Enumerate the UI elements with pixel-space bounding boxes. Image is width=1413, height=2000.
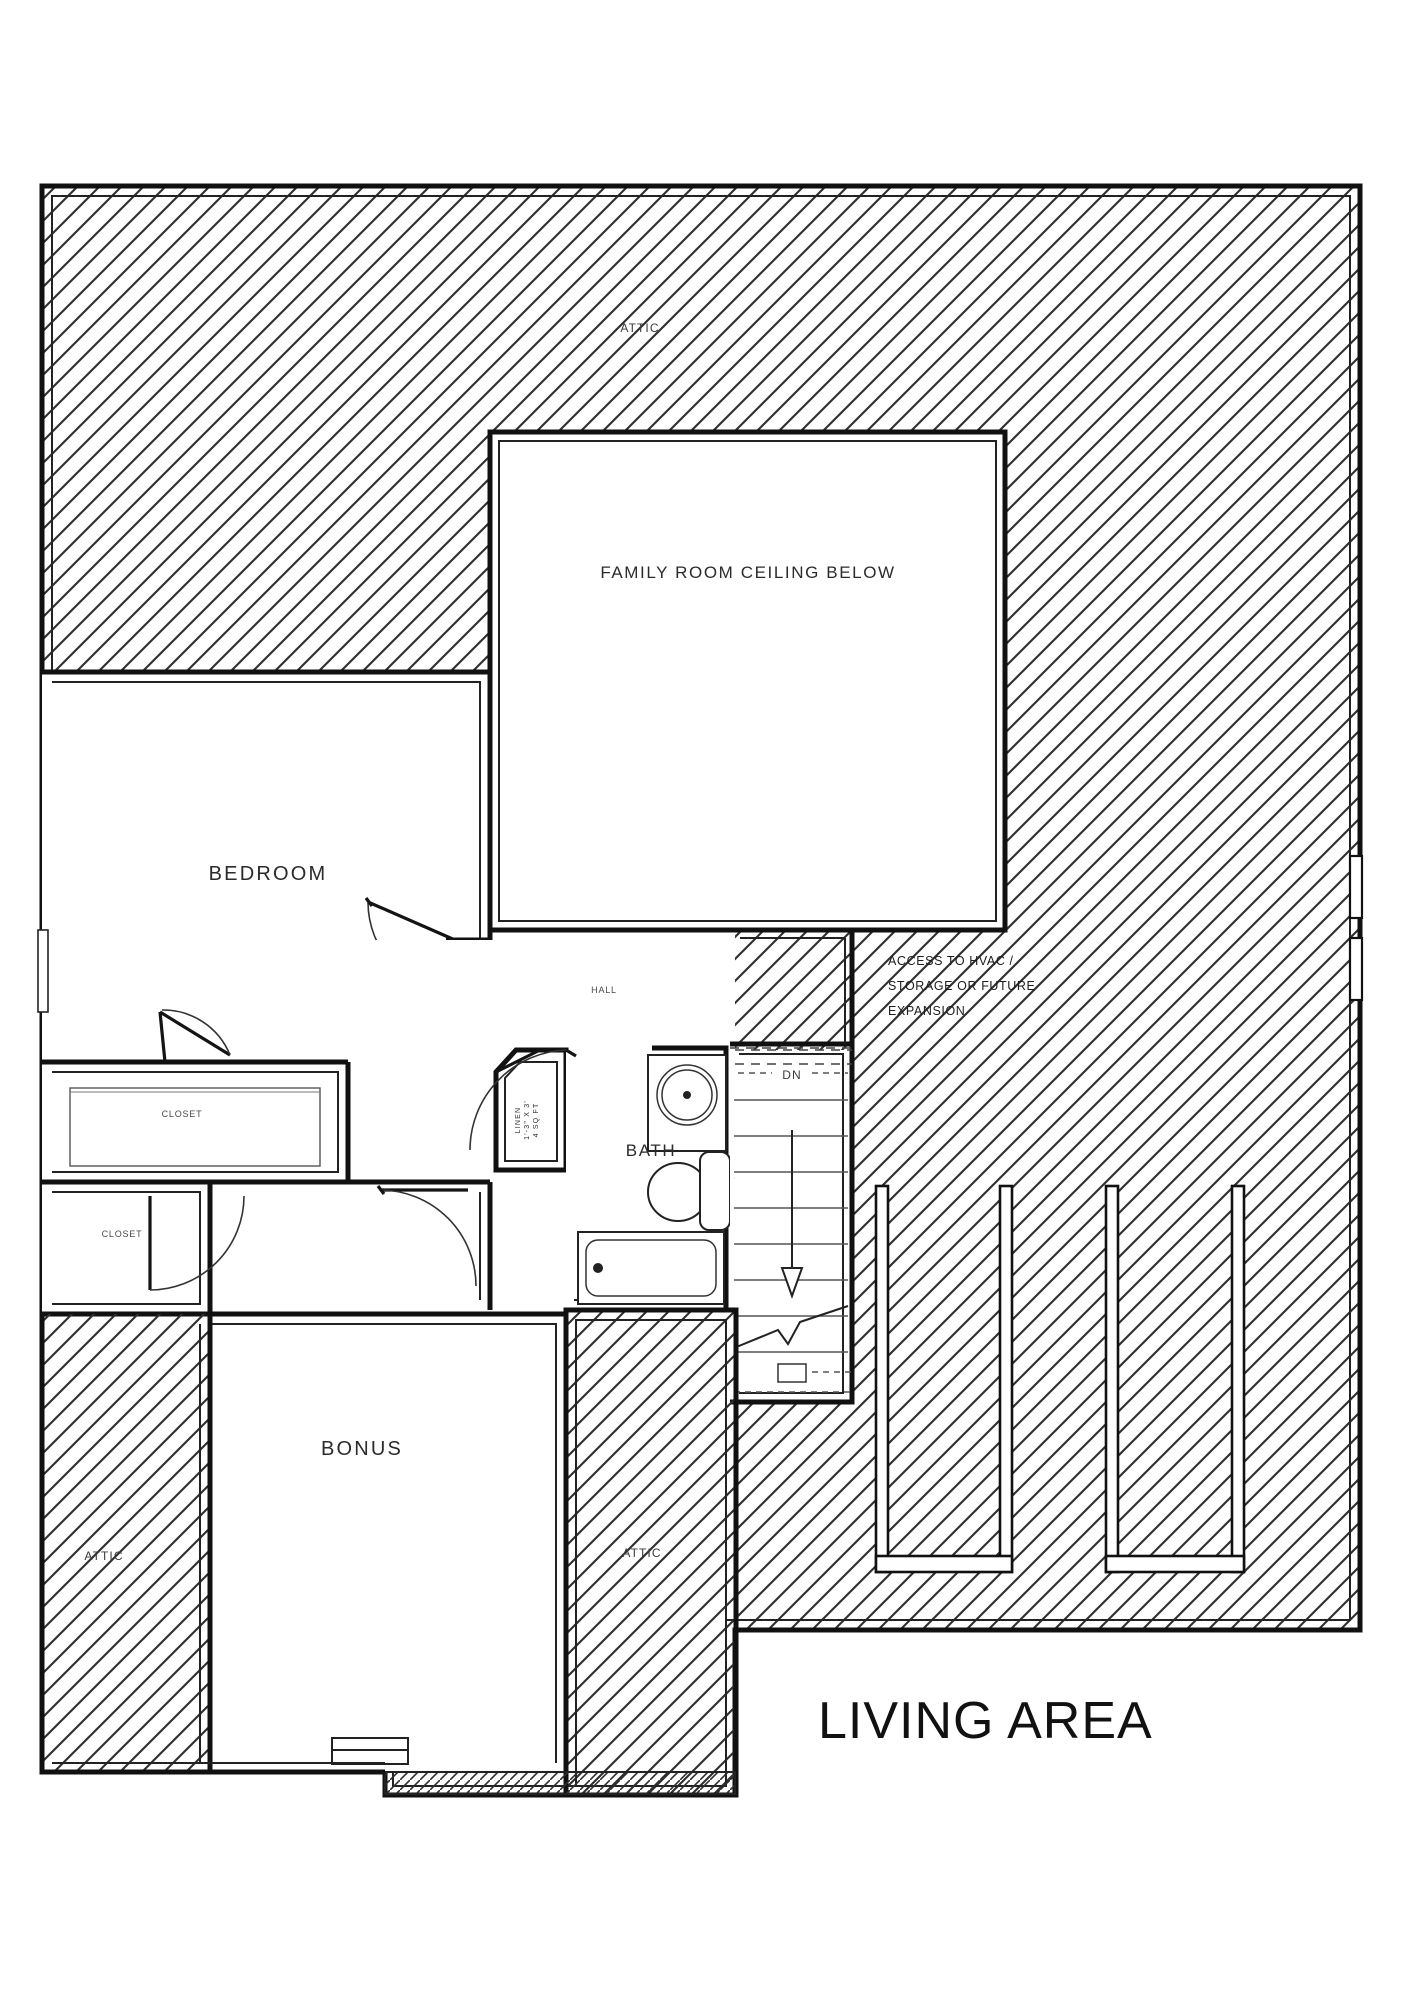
door-bath: [469, 1048, 577, 1151]
attic-left-region: [39, 1314, 213, 1774]
label-attic-top: ATTIC: [620, 321, 659, 335]
svg-text:EXPANSION: EXPANSION: [888, 1004, 965, 1018]
svg-text:ACCESS TO HVAC /: ACCESS TO HVAC /: [888, 954, 1014, 968]
hvac-access-opening: [735, 927, 855, 1044]
svg-text:1'-3" X 3': 1'-3" X 3': [524, 1100, 531, 1140]
label-bonus: BONUS: [321, 1438, 403, 1460]
label-attic-left: ATTIC: [84, 1549, 123, 1563]
label-hall: HALL: [591, 985, 617, 995]
bathtub-fixture: [577, 1231, 725, 1305]
attic-kneewall-bays: [874, 1184, 1246, 1574]
room-closet-upper: [42, 1059, 351, 1185]
svg-text:DN: DN: [782, 1068, 802, 1082]
svg-text:LINEN: LINEN: [515, 1107, 522, 1134]
room-hall: [345, 940, 578, 1310]
room-bath: [469, 1045, 731, 1313]
label-family-room-ceiling-below: FAMILY ROOM CEILING BELOW: [600, 563, 895, 582]
bottom-wall-band: [331, 1737, 736, 1795]
attic-bottom-region: [563, 1307, 739, 1798]
label-bedroom: BEDROOM: [209, 863, 328, 885]
door-bonus-hall: [376, 1185, 477, 1287]
label-attic-bottom: ATTIC: [622, 1546, 661, 1560]
door-closet-upper: [158, 1009, 231, 1063]
annotation-stair-direction: DN: [738, 1068, 848, 1082]
exterior-openings-right: [1348, 854, 1364, 1002]
label-bath: BATH: [626, 1141, 676, 1160]
label-closet-lower: CLOSET: [102, 1229, 143, 1239]
header-dashed-lines: [730, 1047, 852, 1049]
annotation-hvac-access: ACCESS TO HVAC / STORAGE OR FUTURE EXPAN…: [888, 954, 1035, 1018]
attic-hatch-region: [42, 186, 1360, 1630]
toilet-fixture: [647, 1151, 731, 1231]
bonus-bottom-wall: [42, 1762, 385, 1775]
label-linen-closet: LINEN 1'-3" X 3' 4 SQ FT: [515, 1100, 540, 1140]
door-closet-lower: [148, 1195, 245, 1291]
family-room-ceiling-below: [487, 429, 1008, 933]
label-closet-upper: CLOSET: [162, 1109, 203, 1119]
page-title: LIVING AREA: [818, 1692, 1153, 1750]
room-closet-lower: [42, 1179, 213, 1317]
staircase: [730, 1041, 855, 1405]
shower-fixture: [647, 1054, 727, 1152]
svg-text:4 SQ FT: 4 SQ FT: [533, 1103, 540, 1138]
svg-text:STORAGE OR FUTURE: STORAGE OR FUTURE: [888, 979, 1035, 993]
